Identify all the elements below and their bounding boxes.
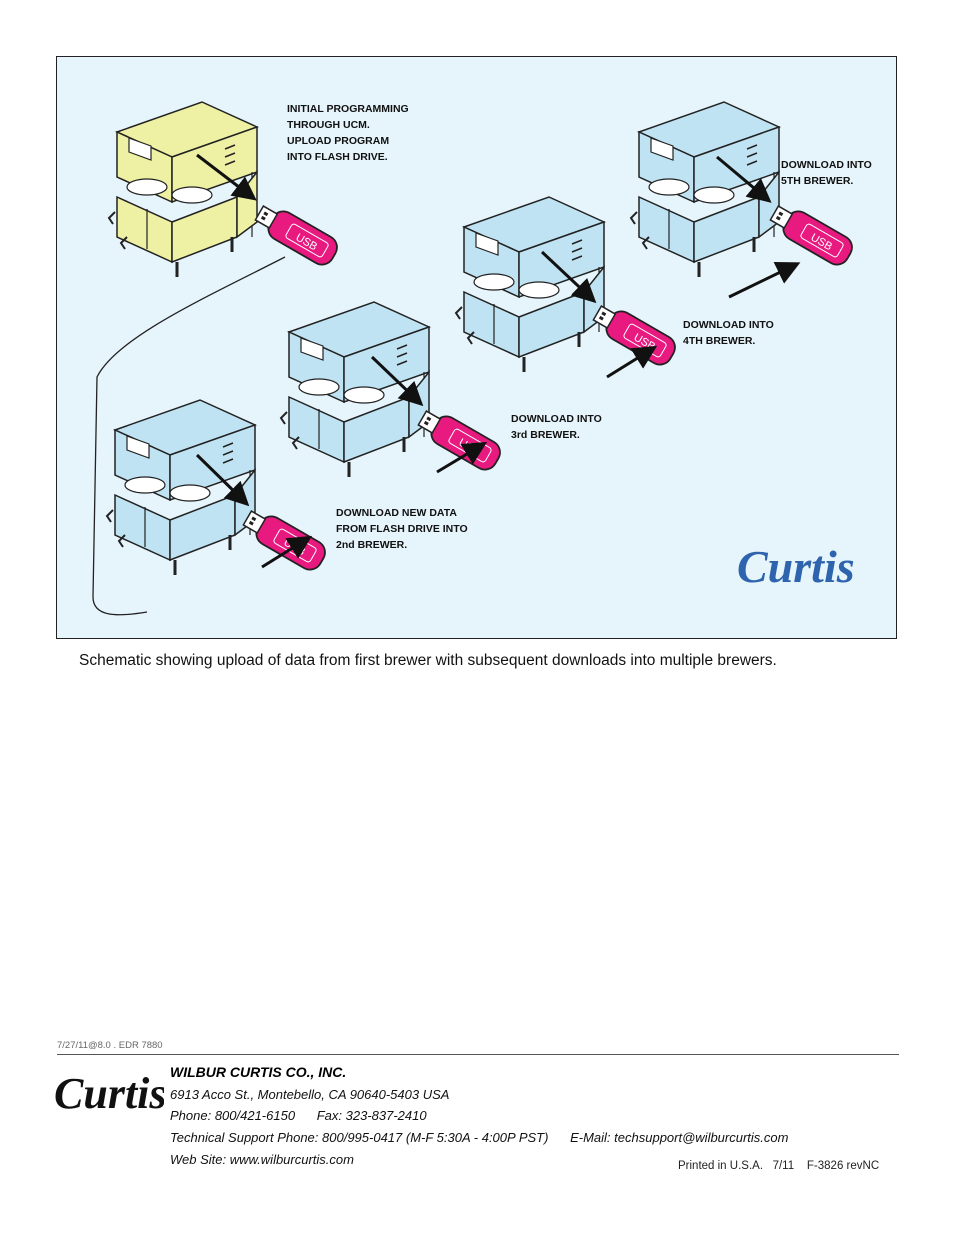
brewer-4 bbox=[454, 195, 606, 374]
company-name: WILBUR CURTIS CO., INC. bbox=[170, 1064, 347, 1080]
curtis-logo: Curtis bbox=[737, 541, 855, 592]
step-label-1: INITIAL PROGRAMMING THROUGH UCM. UPLOAD … bbox=[287, 103, 409, 163]
step-label-4: DOWNLOAD INTO 4TH BREWER. bbox=[683, 319, 774, 347]
footer-divider bbox=[57, 1054, 899, 1055]
step-label-5: DOWNLOAD INTO 5TH BREWER. bbox=[781, 159, 872, 187]
footer-curtis-logo: Curtis bbox=[54, 1069, 164, 1118]
printed-info: Printed in U.S.A. 7/11 F-3826 revNC bbox=[678, 1160, 880, 1172]
schematic-diagram: USBUSBUSBUSBUSB Curtis INITIAL PROGRAMMI… bbox=[56, 56, 897, 639]
connector-path bbox=[92, 256, 286, 616]
brewer-1 bbox=[107, 100, 259, 279]
company-phone: Phone: 800/421-6150 Fax: 323-837-2410 bbox=[170, 1108, 427, 1123]
usb-drive-5: USB bbox=[765, 199, 858, 270]
company-address: 6913 Acco St., Montebello, CA 90640-5403… bbox=[170, 1087, 450, 1102]
svg-text:Curtis: Curtis bbox=[737, 541, 855, 592]
arrow-3 bbox=[370, 355, 424, 407]
brewer-2 bbox=[105, 398, 257, 577]
step-label-2: DOWNLOAD NEW DATA FROM FLASH DRIVE INTO … bbox=[336, 507, 468, 551]
arrow-group bbox=[195, 153, 801, 569]
arrow-2 bbox=[195, 453, 250, 507]
arrow-9 bbox=[728, 262, 801, 299]
arrow-4 bbox=[540, 250, 597, 304]
tech-support: Technical Support Phone: 800/995-0417 (M… bbox=[170, 1130, 789, 1145]
figure-caption: Schematic showing upload of data from fi… bbox=[79, 652, 777, 669]
arrow-8 bbox=[606, 345, 658, 379]
svg-text:Curtis: Curtis bbox=[54, 1069, 164, 1118]
edr-code: 7/27/11@8.0 . EDR 7880 bbox=[57, 1040, 163, 1051]
company-website: Web Site: www.wilburcurtis.com bbox=[170, 1152, 354, 1167]
arrow-6 bbox=[261, 535, 313, 569]
arrow-1 bbox=[196, 153, 257, 201]
arrow-7 bbox=[436, 441, 488, 474]
usb-drive-2: USB bbox=[238, 504, 331, 575]
usb-drive-1: USB bbox=[250, 199, 343, 270]
schematic-drawing: USBUSBUSBUSBUSB Curtis bbox=[92, 100, 858, 616]
usb-drive-3: USB bbox=[413, 404, 506, 475]
step-label-3: DOWNLOAD INTO 3rd BREWER. bbox=[511, 413, 602, 441]
arrow-5 bbox=[716, 155, 772, 203]
